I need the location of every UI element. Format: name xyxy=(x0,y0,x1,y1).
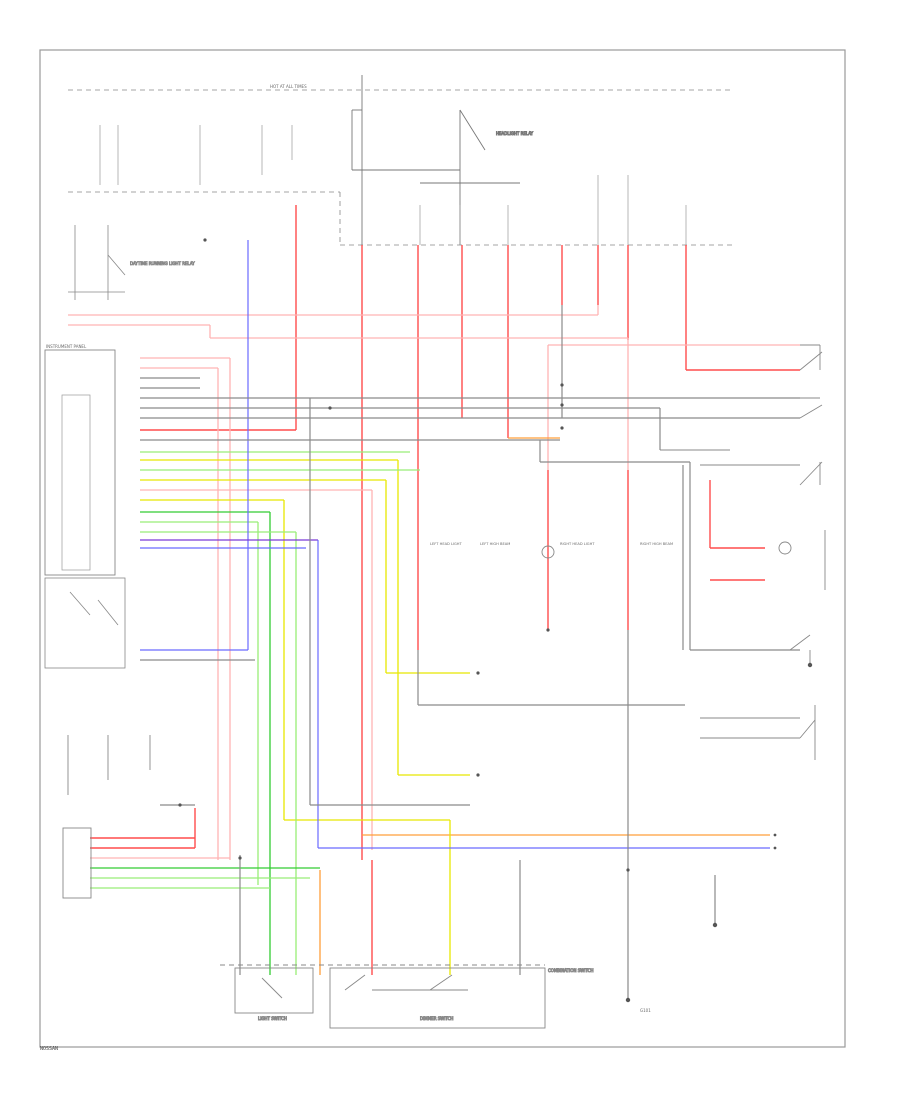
right-switches xyxy=(660,344,826,760)
dimmer-switch-label: DIMMER SWITCH xyxy=(420,1016,453,1021)
fuse-columns xyxy=(419,175,687,245)
lamp-label: LEFT HEAD LIGHT xyxy=(430,542,463,546)
pink-wires xyxy=(68,305,800,860)
fuse-block-left xyxy=(99,125,293,185)
gray-wires xyxy=(140,305,800,1000)
horn-lamp-icon xyxy=(778,541,792,555)
hot-bus: HOT AT ALL TIMES xyxy=(68,84,735,246)
combination-switch: COMBINATION SWITCH LIGHT SWITCH DIMMER S… xyxy=(220,964,594,1029)
reference-code: NOSSAN xyxy=(40,1046,59,1052)
green-wires xyxy=(90,451,420,975)
bottom-left-module xyxy=(62,735,151,899)
right-headlight-bulb-icon xyxy=(541,545,555,559)
blue-wires xyxy=(140,240,770,849)
daytime-relay-label: DAYTIME RUNNING LIGHT RELAY xyxy=(130,261,195,266)
connector-dots xyxy=(178,238,813,1003)
light-switch-label: LIGHT SWITCH xyxy=(258,1016,287,1021)
lamp-label: RIGHT HEAD LIGHT xyxy=(560,542,595,546)
combination-switch-label: COMBINATION SWITCH xyxy=(548,968,593,973)
headlight-relay: HEADLIGHT RELAY xyxy=(351,75,534,245)
headlight-relay-label: HEADLIGHT RELAY xyxy=(496,131,534,136)
orange-wires xyxy=(319,437,770,975)
lamp-labels: LEFT HEAD LIGHT LEFT HIGH BEAM RIGHT HEA… xyxy=(430,542,673,546)
diagram-frame xyxy=(39,49,846,1048)
hot-bus-label: HOT AT ALL TIMES xyxy=(270,84,307,89)
yellow-wires xyxy=(140,459,470,975)
ground-label: G101 xyxy=(640,1008,651,1013)
lamp-label: LEFT HIGH BEAM xyxy=(480,542,510,546)
red-wires xyxy=(90,205,800,975)
instrument-panel: INSTRUMENT PANEL xyxy=(44,344,126,669)
daytime-running-relay: DAYTIME RUNNING LIGHT RELAY xyxy=(68,225,196,300)
instrument-panel-label: INSTRUMENT PANEL xyxy=(46,344,87,349)
lamp-label: RIGHT HIGH BEAM xyxy=(640,542,673,546)
